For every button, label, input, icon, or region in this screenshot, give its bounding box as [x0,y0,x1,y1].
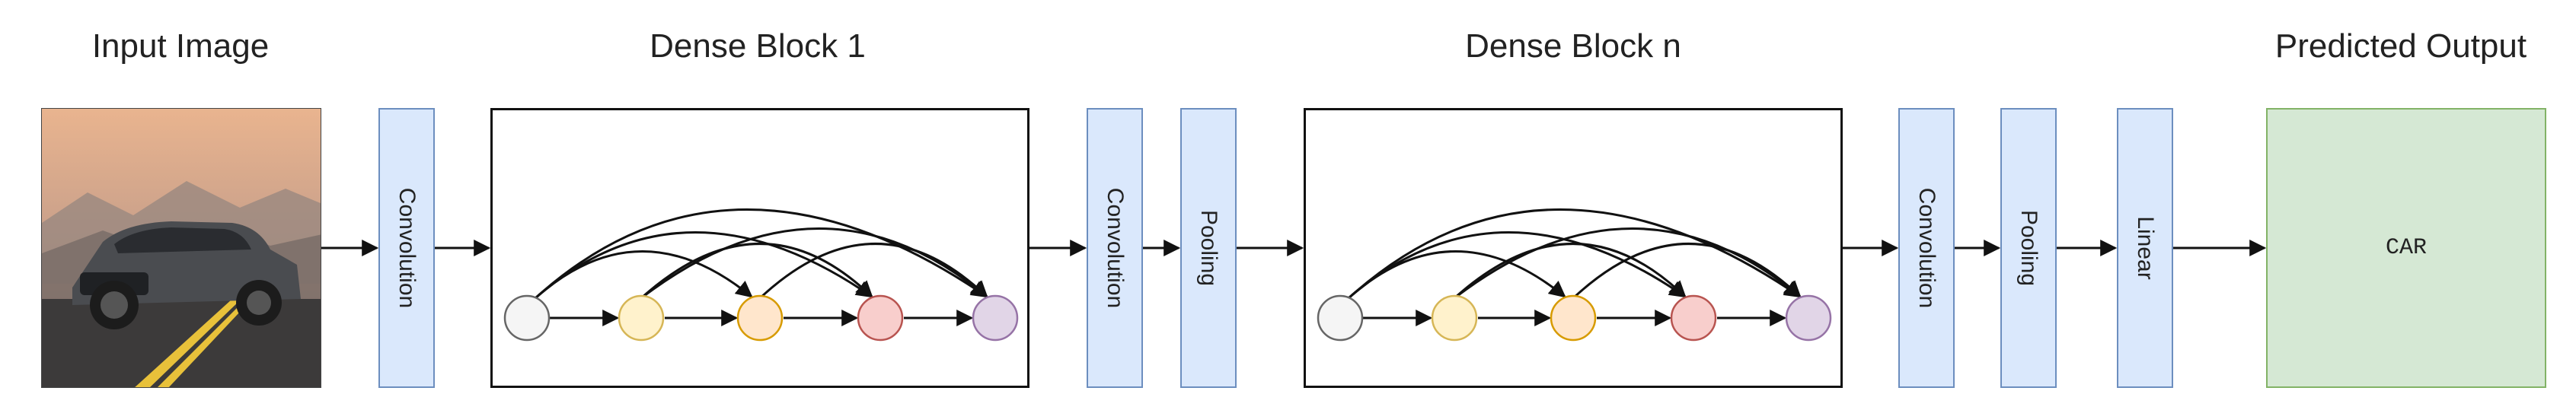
node-4 [1785,294,1832,342]
predicted-output-header: Predicted Output [2274,27,2527,65]
edge-2-4 [758,243,988,300]
edge-0-2 [1348,250,1566,300]
car-photo [42,109,321,387]
edge-1-3 [640,243,873,300]
predicted-output-value: CAR [2385,235,2428,261]
edge-1-3 [1453,243,1687,300]
node-3 [1670,294,1717,342]
predicted-output-box: CAR [2266,108,2546,388]
node-4 [972,294,1019,342]
node-1 [618,294,665,342]
input-image-header: Input Image [91,27,270,65]
edge-0-4 [1347,208,1802,300]
dense-block-1-header: Dense Block 1 [650,27,866,65]
dense-block-1-nodes [503,294,1019,342]
node-0 [1317,294,1364,342]
node-1 [1431,294,1478,342]
pooling-layer-1: Pooling [1180,108,1237,388]
convolution-layer-1: Convolution [378,108,435,388]
dense-block-n-nodes [1317,294,1832,342]
dense-block-n-graph [1347,208,1802,326]
dense-block-1 [490,108,1029,388]
convolution-layer-2: Convolution [1087,108,1143,388]
edge-0-3 [1348,231,1687,300]
edge-0-3 [535,231,873,300]
node-3 [857,294,904,342]
edge-1-4 [640,227,988,300]
edge-0-4 [534,208,988,300]
dense-block-n-header: Dense Block n [1465,27,1681,65]
node-0 [503,294,551,342]
node-2 [1550,294,1597,342]
node-2 [736,294,784,342]
edge-0-2 [535,250,753,300]
convolution-layer-3: Convolution [1898,108,1955,388]
dense-block-1-graph [534,208,988,326]
edge-1-4 [1454,227,1802,300]
dense-block-n [1304,108,1843,388]
pooling-layer-2: Pooling [2000,108,2057,388]
edge-2-4 [1572,243,1802,300]
input-image [41,108,321,388]
linear-layer: Linear [2117,108,2173,388]
